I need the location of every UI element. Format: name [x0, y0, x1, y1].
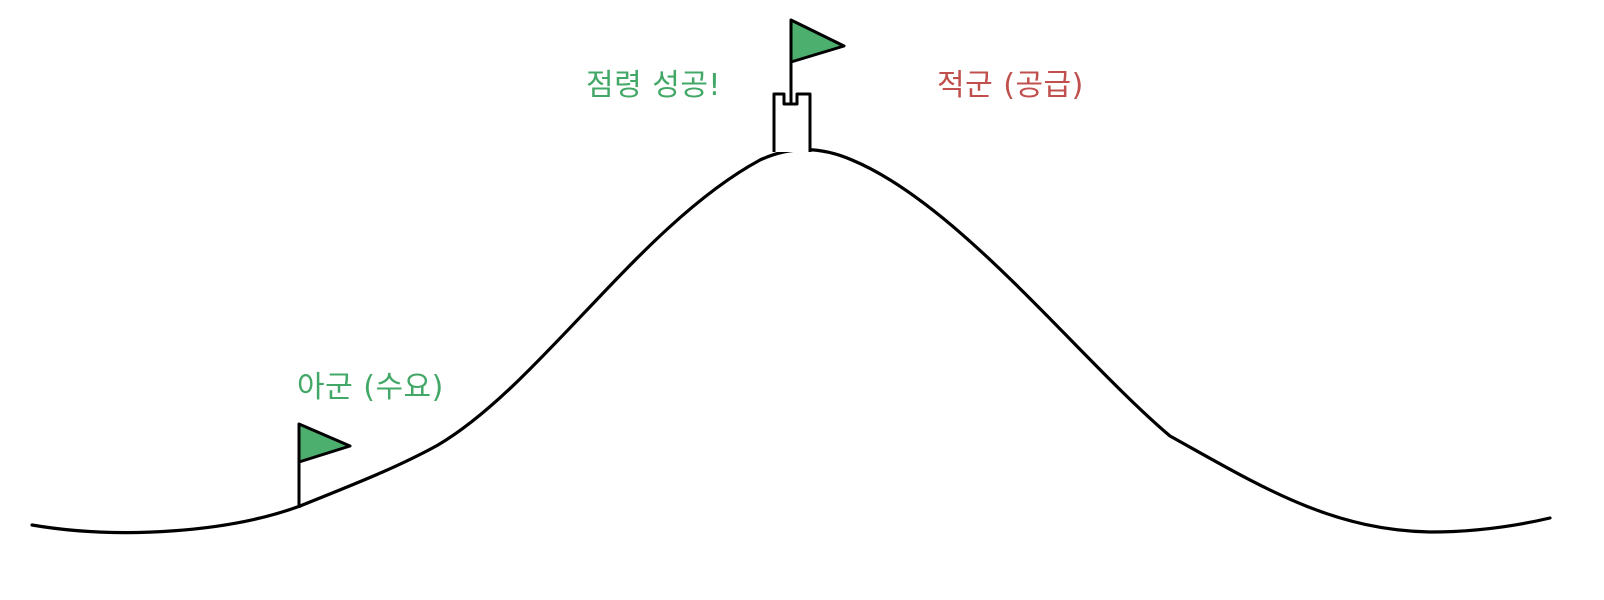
summit-flag-icon [789, 18, 846, 104]
enemy-supply-label: 적군 (공급) [937, 68, 1084, 103]
ally-demand-label: 아군 (수요) [297, 370, 444, 405]
capture-success-label: 점령 성공! [586, 68, 721, 103]
ally-flag-icon [297, 422, 352, 508]
hill-curve [30, 147, 1552, 535]
